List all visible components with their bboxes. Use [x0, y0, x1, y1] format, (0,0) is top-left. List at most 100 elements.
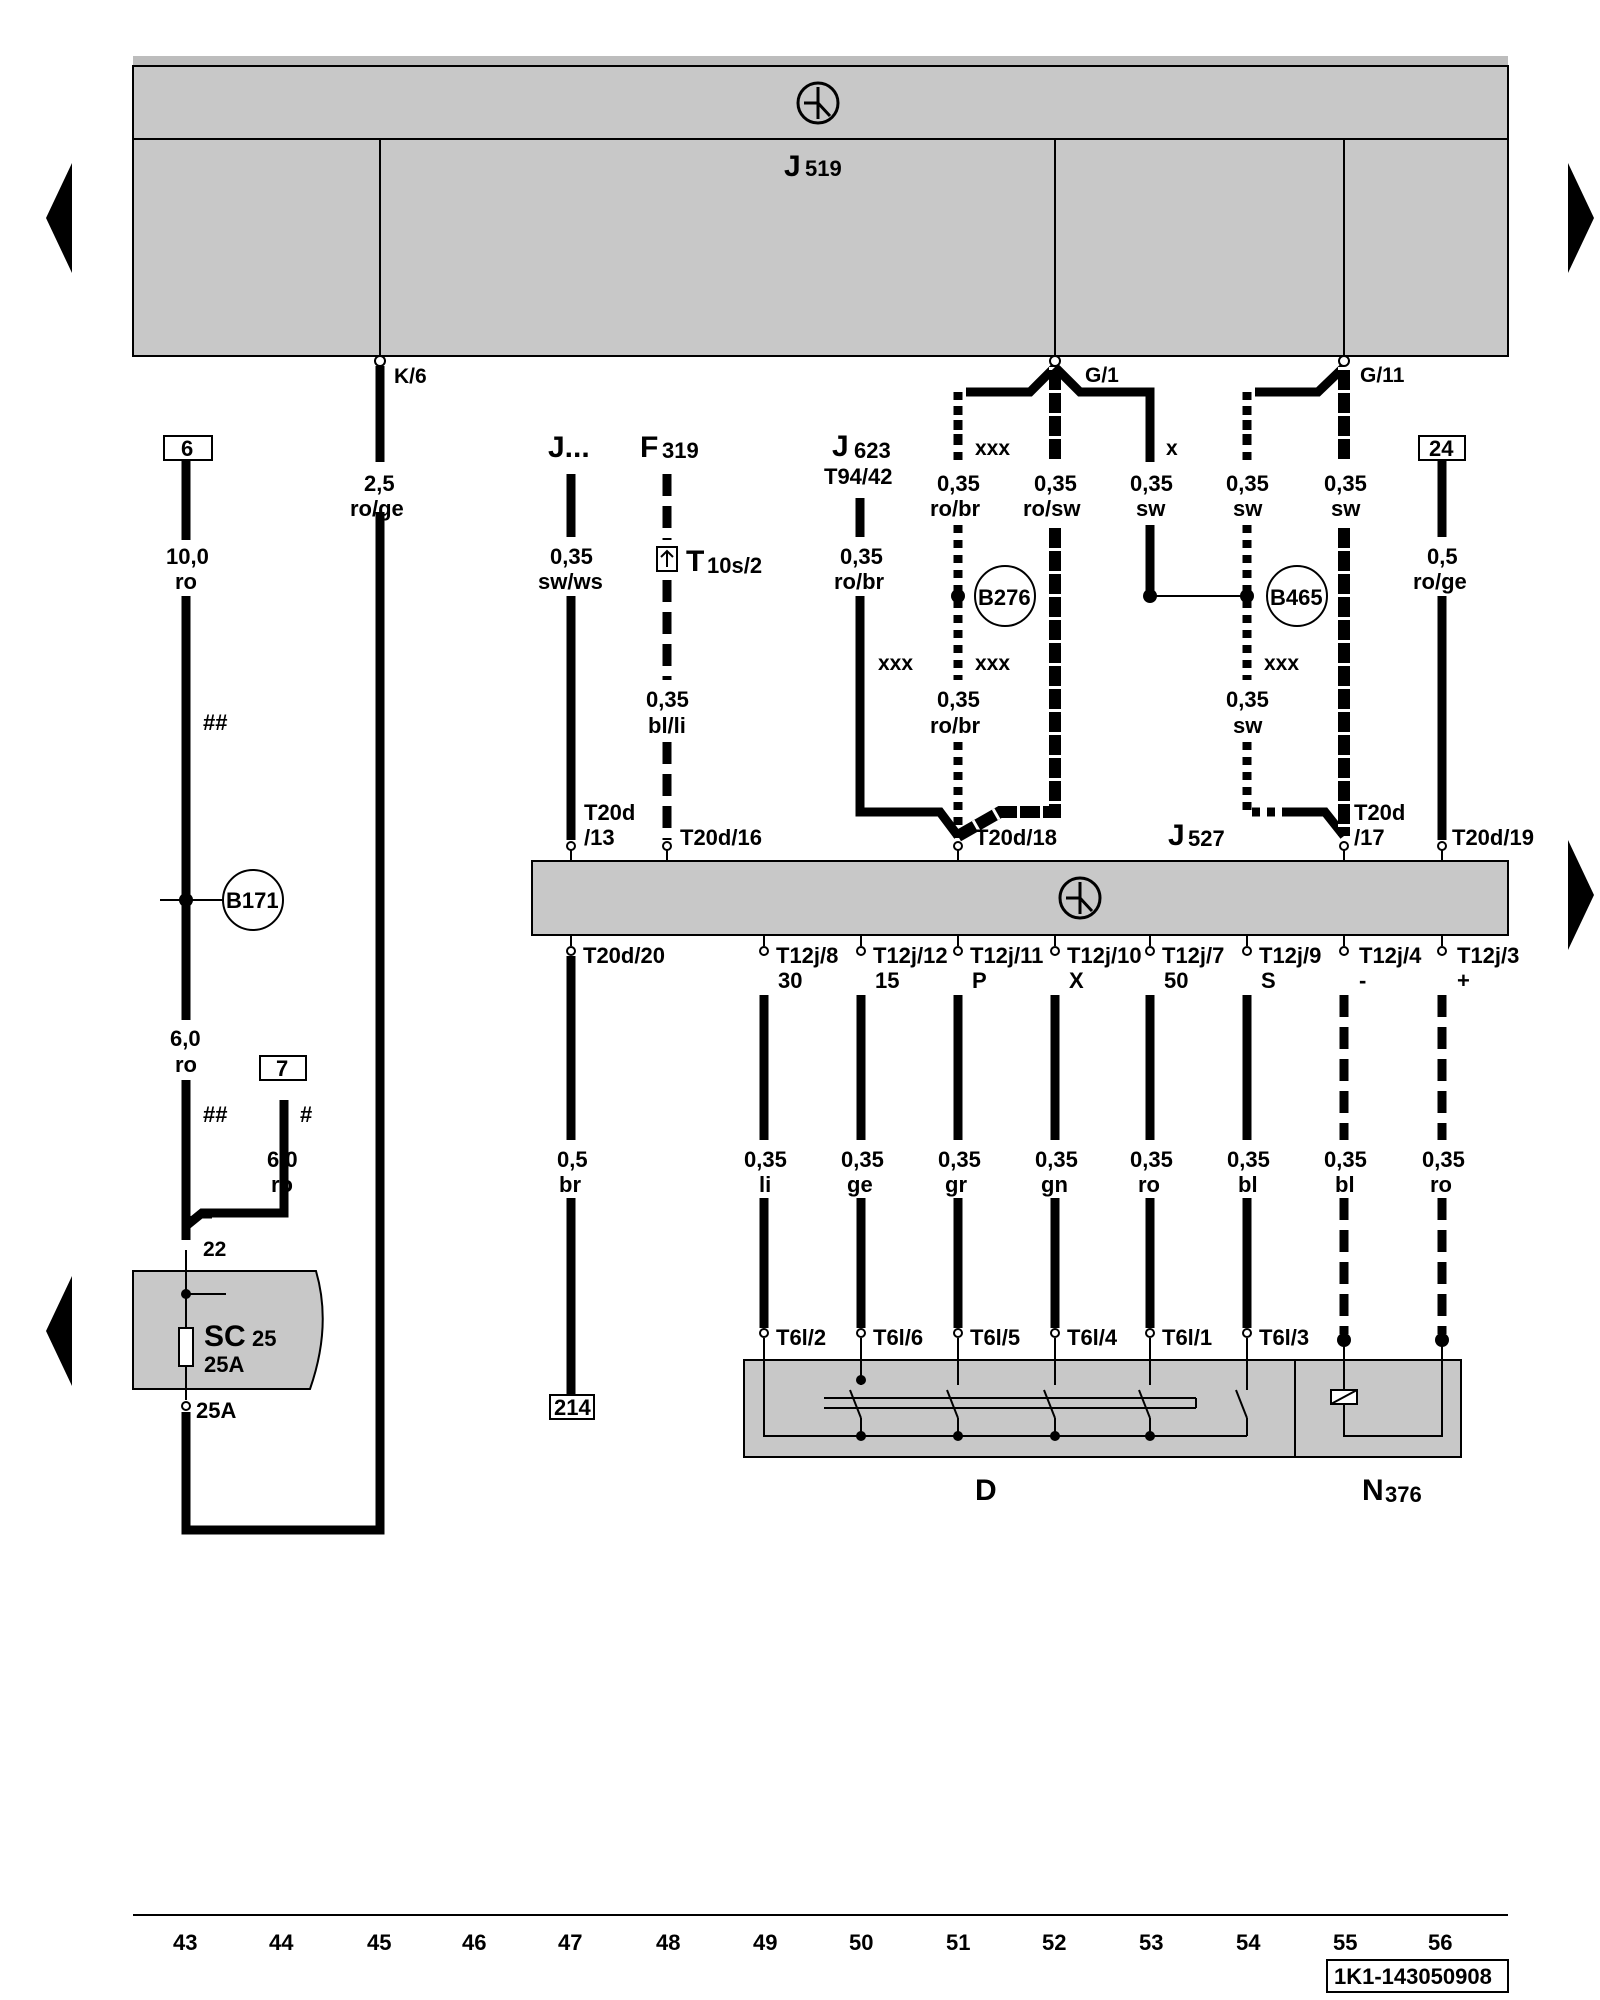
mark-hash-a: ##	[203, 710, 227, 735]
pin-k6: K/6	[394, 365, 427, 388]
fuse-sub: 25	[252, 1326, 276, 1351]
j527-subscript: 527	[1188, 826, 1225, 851]
d-pin-4: T6l/4	[1067, 1325, 1118, 1350]
d-pin-6: T6l/6	[873, 1325, 923, 1350]
w54b-size: 0,35	[1226, 687, 1269, 712]
d-pin-5: T6l/5	[970, 1325, 1020, 1350]
mark-hash-b: ##	[203, 1102, 227, 1127]
lw-ro2-color: ro	[1430, 1172, 1452, 1197]
w56-size: 0,5	[1427, 544, 1458, 569]
mark-x-53: x	[1166, 437, 1178, 460]
col-48: 48	[656, 1930, 680, 1955]
pin-g11: G/11	[1360, 364, 1405, 387]
n376-label: N	[1362, 1474, 1384, 1507]
n376-subscript: 376	[1385, 1482, 1422, 1507]
col-50: 50	[849, 1930, 873, 1955]
nav-arrow-right-middle[interactable]	[1568, 840, 1594, 950]
ignition-switch-d[interactable]: D	[743, 1338, 1296, 1507]
lw-ro-color: ro	[1138, 1172, 1160, 1197]
col-52: 52	[1042, 1930, 1066, 1955]
col-56: 56	[1428, 1930, 1452, 1955]
ref-24: 24	[1429, 436, 1454, 461]
terminal-minus: -	[1359, 968, 1366, 993]
fuse-box-sc25[interactable]: SC 25 25A 25A	[132, 1250, 324, 1423]
terminal-s: S	[1261, 968, 1276, 993]
j527-pin-t12j4: T12j/4	[1359, 943, 1422, 968]
terminal-30: 30	[778, 968, 802, 993]
lw-ge-color: ge	[847, 1172, 873, 1197]
nav-arrow-right-top[interactable]	[1568, 163, 1594, 273]
w52-color: ro/sw	[1023, 496, 1081, 521]
j527-pin-t20d20: T20d/20	[583, 943, 665, 968]
j527-pin-t12j9: T12j/9	[1259, 943, 1321, 968]
w54a-color: sw	[1233, 496, 1263, 521]
w47a-size: 0,35	[550, 544, 593, 569]
terminal-plus: +	[1457, 968, 1470, 993]
col-46: 46	[462, 1930, 486, 1955]
terminal-x: X	[1069, 968, 1084, 993]
connector-b276[interactable]	[974, 565, 1036, 627]
fuse-icon	[178, 1327, 194, 1367]
mark-xxx-51a: xxx	[975, 437, 1010, 460]
pin-g1: G/1	[1085, 364, 1119, 387]
col-44: 44	[269, 1930, 294, 1955]
j527-pin-13a: T20d	[584, 800, 635, 825]
w50-color: ro/br	[834, 569, 885, 594]
w43a-size: 10,0	[166, 544, 209, 569]
j527-pin-t12j12: T12j/12	[873, 943, 948, 968]
switch-d-label: D	[975, 1474, 997, 1507]
lw-ro2-size: 0,35	[1422, 1147, 1465, 1172]
w55-size: 0,35	[1324, 471, 1367, 496]
w50-size: 0,35	[840, 544, 883, 569]
terminal-50: 50	[1164, 968, 1188, 993]
document-id: 1K1-143050908	[1334, 1964, 1492, 1989]
connector-b171[interactable]	[222, 869, 284, 931]
ref-f319: F	[640, 431, 658, 464]
j527-pin-18: T20d/18	[975, 825, 1057, 850]
column-numbers: 43 44 45 46 47 48 49 50 51 52 53 54 55 5…	[173, 1930, 1452, 1955]
w52-size: 0,35	[1034, 471, 1077, 496]
col-45: 45	[367, 1930, 391, 1955]
b276-label: B276	[978, 585, 1031, 610]
w51b-color: ro/br	[930, 713, 981, 738]
b465-label: B465	[1270, 585, 1323, 610]
connector-b465[interactable]	[1266, 565, 1328, 627]
lw-li-color: li	[759, 1172, 771, 1197]
b171-label: B171	[226, 888, 279, 913]
control-unit-j519[interactable]: J 519	[132, 56, 1509, 357]
solenoid-n376[interactable]: N 376	[1294, 1345, 1462, 1507]
w54b-color: sw	[1233, 713, 1263, 738]
w48-size: 0,35	[646, 687, 689, 712]
j519-label: J	[784, 150, 801, 183]
w53-color: sw	[1136, 496, 1166, 521]
w53-size: 0,35	[1130, 471, 1173, 496]
fuse-pin-out: 25A	[196, 1398, 236, 1423]
w56-color: ro/ge	[1413, 569, 1467, 594]
nav-arrow-left-bottom[interactable]	[46, 1276, 72, 1386]
w48-color: bl/li	[648, 713, 686, 738]
j527-pin-17b: /17	[1354, 825, 1385, 850]
j527-pin-t12j11: T12j/11	[970, 943, 1043, 968]
j527-pin-t12j8: T12j/8	[776, 943, 838, 968]
nav-arrow-left-top[interactable]	[46, 163, 72, 273]
w44-color: ro	[271, 1172, 293, 1197]
ref-6: 6	[181, 436, 193, 461]
electronic-module-icon	[796, 81, 840, 125]
d-pin-1: T6l/1	[1162, 1325, 1212, 1350]
w43b-size: 6,0	[170, 1026, 201, 1051]
j527-label: J	[1168, 819, 1185, 852]
wire-col-43: 6 10,0 ro ## B171 6,0 ro ## 7 # 6,0 ro 2…	[160, 435, 312, 1261]
lw-gr-color: gr	[945, 1172, 967, 1197]
col-49: 49	[753, 1930, 777, 1955]
mark-xxx-50: xxx	[878, 652, 913, 675]
control-unit-j527[interactable]	[531, 860, 1509, 936]
lw-gn-color: gn	[1041, 1172, 1068, 1197]
j519-subscript: 519	[805, 156, 842, 181]
col-54: 54	[1236, 1930, 1261, 1955]
lw-br-size: 0,5	[557, 1147, 588, 1172]
w44-size: 6,0	[267, 1147, 298, 1172]
w51a-color: ro/br	[930, 496, 981, 521]
col-55: 55	[1333, 1930, 1357, 1955]
mark-hash-c: #	[300, 1102, 312, 1127]
